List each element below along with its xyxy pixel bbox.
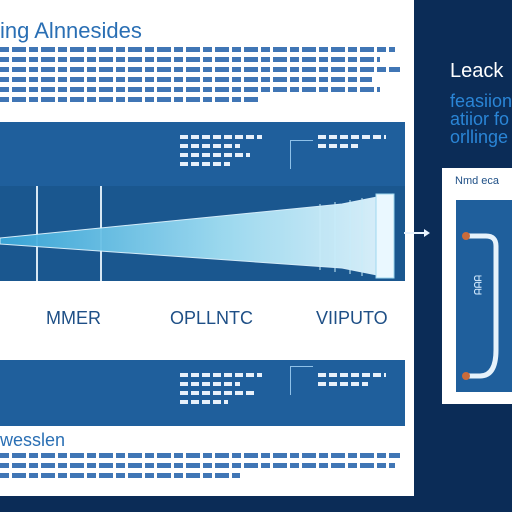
column-label-1: MMER — [46, 308, 101, 328]
pipe-diagram — [462, 232, 499, 380]
card-diagram — [456, 200, 512, 392]
annotation-top-right — [318, 135, 386, 153]
cone-illustration — [0, 193, 395, 279]
divider-line — [36, 186, 38, 281]
side-line-3: orllinge — [450, 127, 509, 147]
document-panel: ing Alnnesides MMER OPLL — [0, 0, 414, 496]
side-line-1: feasiion — [450, 91, 512, 111]
intro-paragraph — [0, 47, 405, 107]
labels-band — [0, 281, 405, 353]
side-text: feasiion atiior fo orllinge — [450, 92, 512, 146]
annotation-bottom-left — [180, 373, 262, 409]
annotation-leader — [290, 366, 313, 395]
card-label: Nmd eca — [455, 175, 500, 187]
column-label-2: OPLLNTC — [170, 308, 254, 328]
document-title: ing Alnnesides — [0, 18, 142, 43]
annotation-bottom-right — [318, 373, 386, 391]
annotation-top-left — [180, 135, 262, 171]
card-vertical-text: ᏌᏌᏌ — [471, 275, 482, 296]
side-line-2: atiior fo — [450, 109, 510, 129]
bottom-paragraph — [0, 453, 405, 483]
arrow-right-icon — [404, 229, 430, 237]
section-heading: wesslen — [0, 430, 66, 450]
annotation-leader — [290, 140, 313, 169]
side-heading: Leack — [450, 60, 504, 82]
column-label-3: VIIPUTO — [316, 308, 388, 328]
